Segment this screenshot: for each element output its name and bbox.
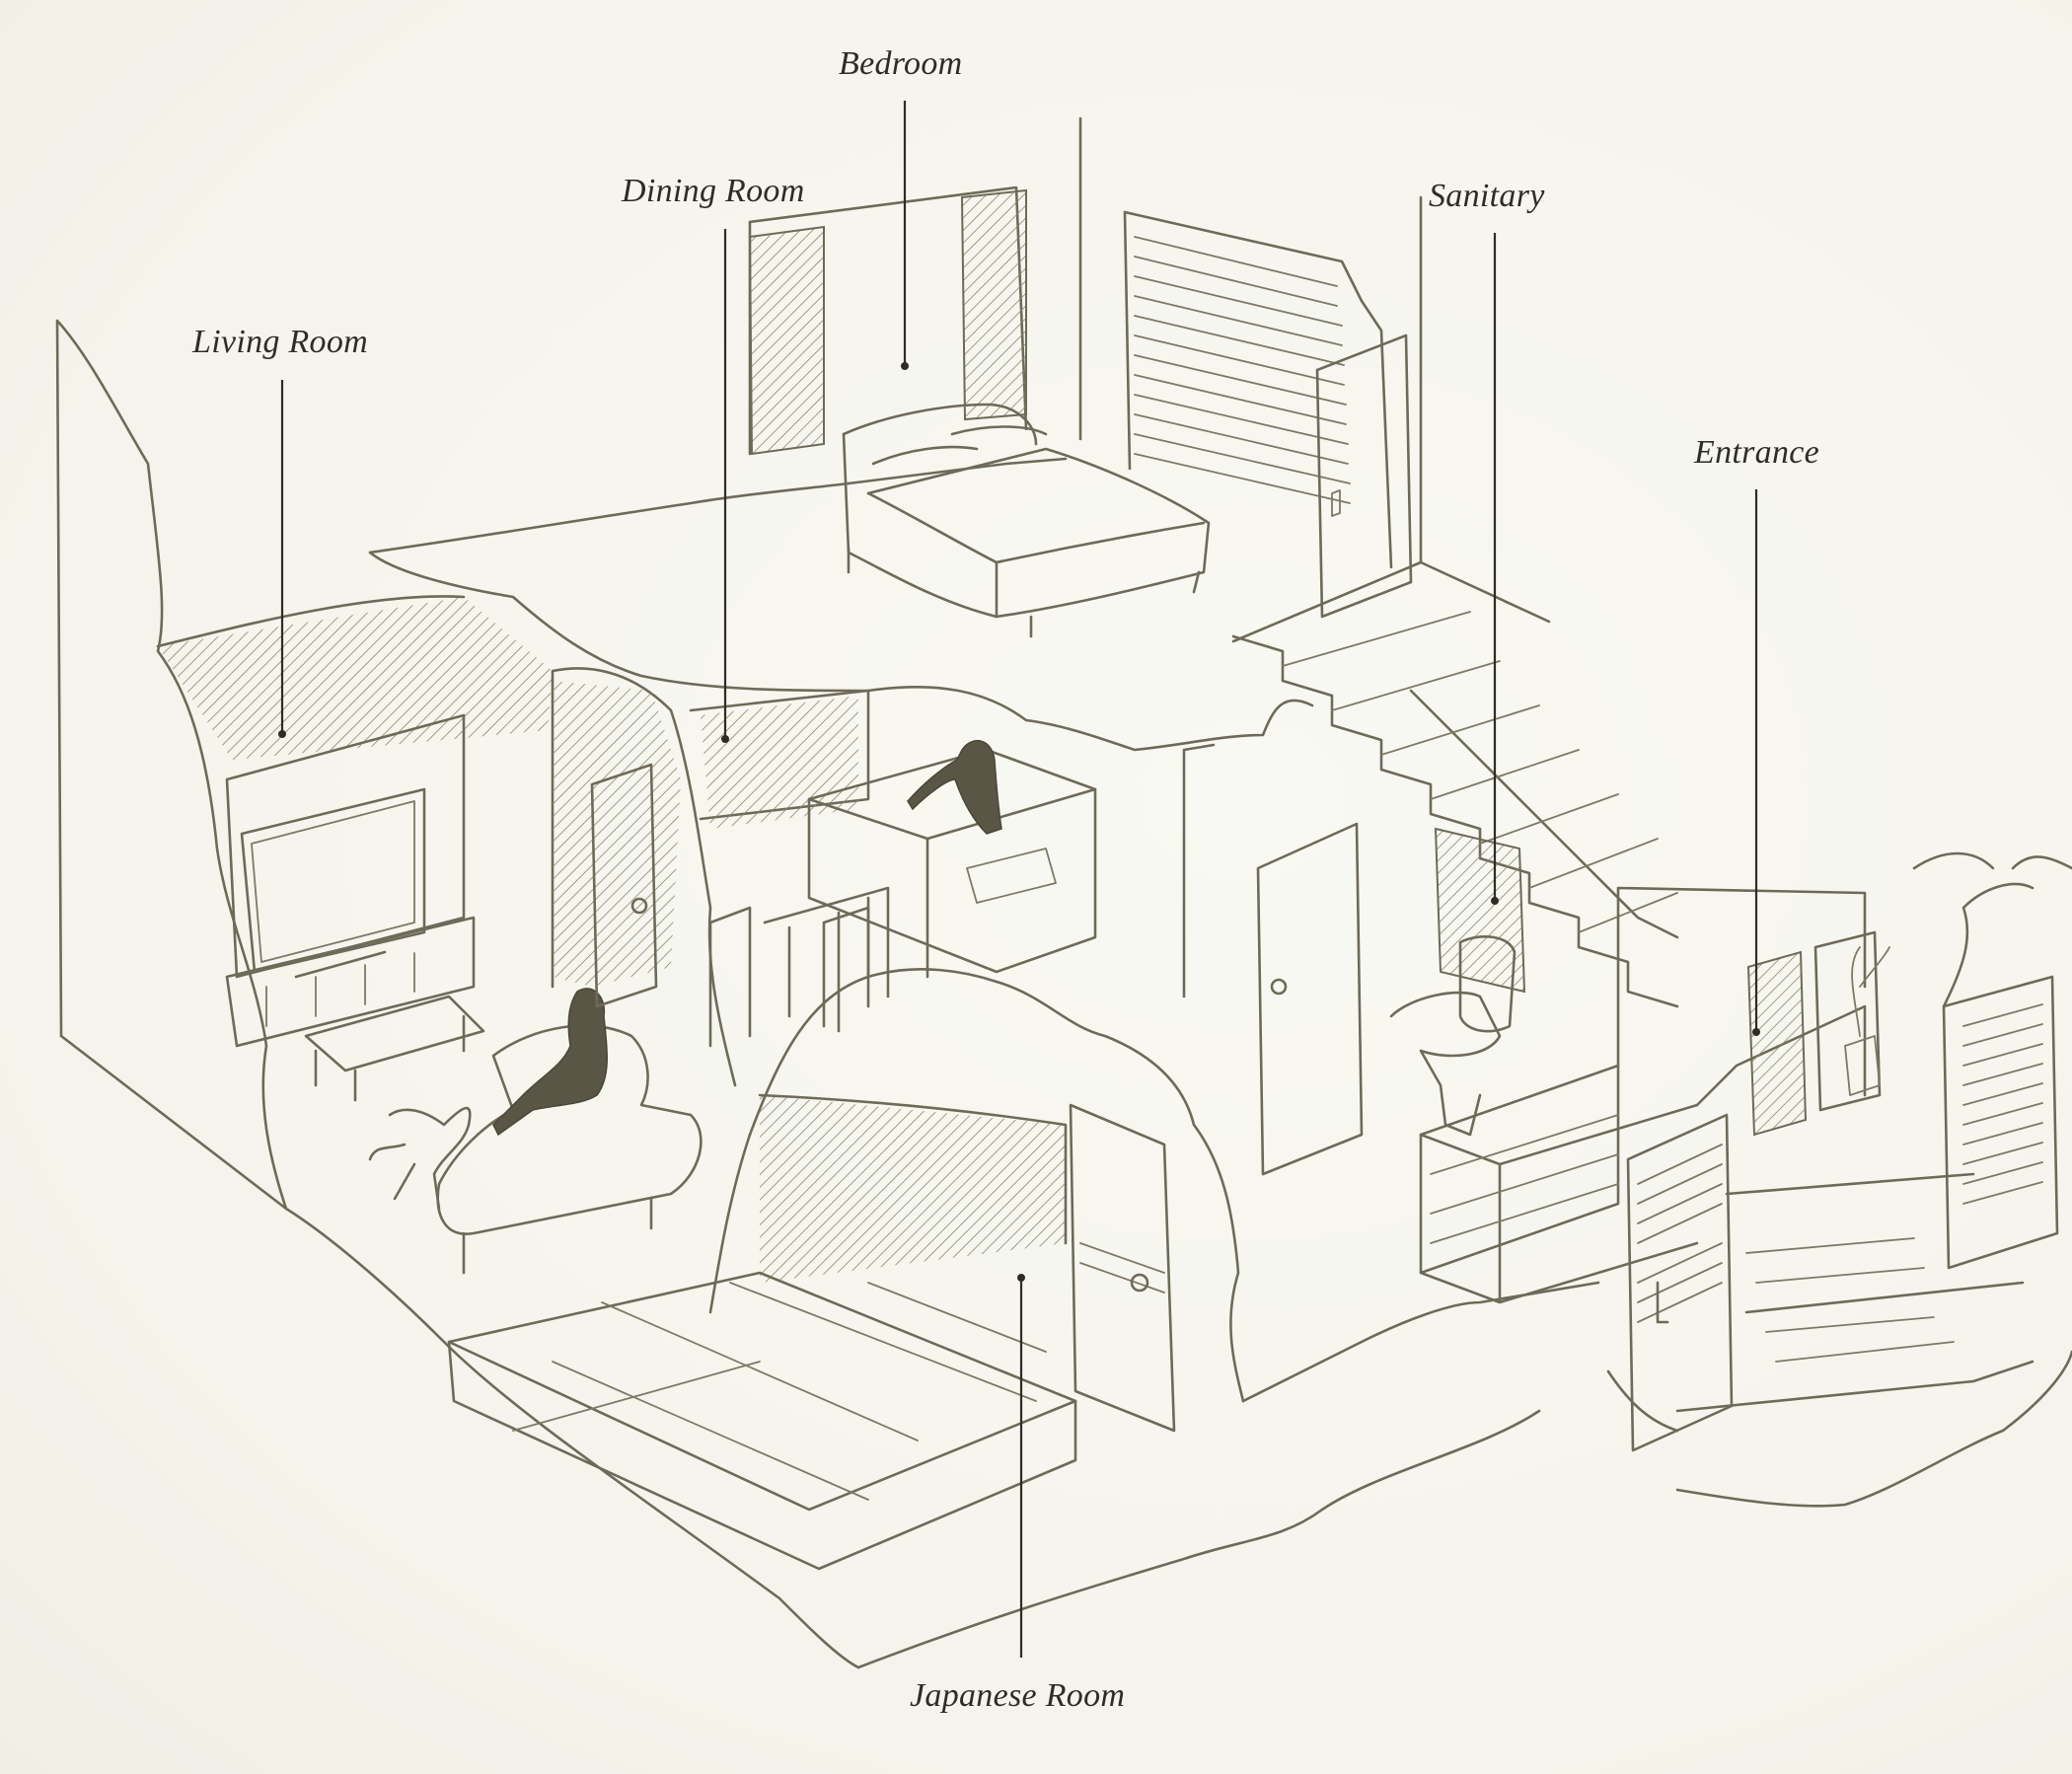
label-japanese-room: Japanese Room [910, 1677, 1126, 1714]
left-outer-wall [55, 319, 860, 1669]
leader-bedroom-dot [901, 362, 909, 370]
leader-sanitary-dot [1491, 897, 1499, 905]
entrance-area [1626, 851, 2072, 1508]
label-entrance: Entrance [1694, 434, 1820, 471]
label-dining-room: Dining Room [622, 173, 805, 209]
leader-lines [278, 101, 1760, 1658]
leader-entrance-dot [1752, 1028, 1760, 1036]
japanese-room [447, 968, 1679, 1669]
leader-dining-room-dot [721, 735, 729, 743]
leader-japanese-room-dot [1017, 1274, 1025, 1282]
leader-living-room-dot [278, 730, 286, 738]
living-room-tv-unit [225, 713, 476, 1048]
label-bedroom: Bedroom [839, 45, 963, 82]
sanitary-room [1182, 743, 1526, 1176]
living-room-sofa [304, 988, 703, 1275]
dining-area [551, 667, 1097, 1087]
bedroom-wall-windows [748, 116, 1423, 619]
label-sanitary: Sanitary [1429, 178, 1545, 214]
staircase [1231, 611, 1867, 1304]
label-living-room: Living Room [192, 324, 369, 360]
bed [842, 403, 1211, 638]
